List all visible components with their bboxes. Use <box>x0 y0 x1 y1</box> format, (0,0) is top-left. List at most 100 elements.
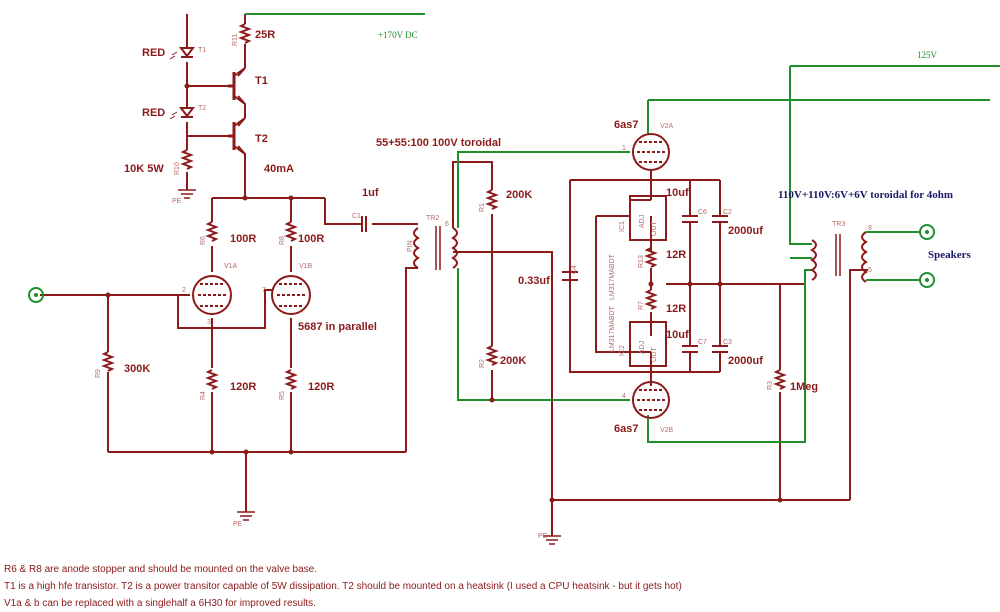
pe-label-1: PE <box>172 198 182 205</box>
pin-8: 8 <box>868 225 872 232</box>
v2a-ref: V2A <box>660 123 674 130</box>
lv-supply-label: 125V <box>917 50 938 60</box>
v2b-ref: V2B <box>660 427 674 434</box>
pin-3: 3 <box>207 319 211 326</box>
r2-ref: R2 <box>479 359 486 368</box>
c1-value: 1uf <box>362 187 379 199</box>
note-1: R6 & R8 are anode stopper and should be … <box>4 564 317 575</box>
r6-value: 100R <box>230 233 256 245</box>
r10-ref: R10 <box>174 162 181 175</box>
led1-id: T1 <box>198 47 206 54</box>
t1-ref: T1 <box>255 75 268 87</box>
c4-value: 0.33uf <box>518 275 550 287</box>
v1b-tube <box>271 275 311 315</box>
ic2-ref: IC2 <box>619 345 626 356</box>
tube-note: 5687 in parallel <box>298 321 377 333</box>
r1-resistor <box>485 189 499 210</box>
ic1-adj: ADJ <box>639 215 646 228</box>
r4-resistor <box>205 369 219 390</box>
r9-ref: R9 <box>95 369 102 378</box>
junctions <box>105 83 783 503</box>
r5-value: 120R <box>308 381 334 393</box>
led2-color: RED <box>142 107 165 119</box>
transformers <box>413 226 868 283</box>
r11-value: 25R <box>255 29 275 41</box>
labels: +170V DC 125V RED T1 RED T2 R1 1 25R T1 T… <box>95 29 972 540</box>
current-label: 40mA <box>264 163 294 175</box>
r7-resistor <box>644 289 658 310</box>
v2b-type: 6as7 <box>614 423 638 435</box>
r10-resistor <box>180 149 194 170</box>
c1-ref: C1 <box>352 213 361 220</box>
t1-transistor <box>228 67 246 105</box>
v2a-type: 6as7 <box>614 119 638 131</box>
r13-ref: R13 <box>638 255 645 268</box>
c7-ref: C7 <box>698 339 707 346</box>
r7-ref: R7 <box>638 301 645 310</box>
tr2-transformer <box>413 226 458 270</box>
r6-ref: R6 <box>200 236 207 245</box>
input-terminal <box>28 287 44 303</box>
pe-label-2: PE <box>233 521 243 528</box>
hv-supply-label: +170V DC <box>378 30 418 40</box>
pe-ground-3 <box>543 535 561 545</box>
pin-1: 1 <box>622 145 626 152</box>
r13-value: 12R <box>666 249 686 261</box>
tubes <box>192 133 670 419</box>
r8-ref: R8 <box>279 236 286 245</box>
c2-value: 2000uf <box>728 225 763 237</box>
ic1-body <box>629 195 667 241</box>
ic1-out: OUT <box>651 221 658 237</box>
c1-capacitor <box>361 216 367 232</box>
pin-6: 6 <box>445 221 449 228</box>
led2-id: T2 <box>198 105 206 112</box>
ic2-part: LM317MABDT <box>609 305 616 352</box>
transistors <box>228 67 246 155</box>
notes: R6 & R8 are anode stopper and should be … <box>4 564 682 609</box>
pe-label-3: PE <box>538 533 548 540</box>
speaker-terminal-2 <box>919 272 935 288</box>
pe-ground-2 <box>237 511 255 521</box>
v2a-tube <box>632 133 670 171</box>
r4-ref: R4 <box>200 391 207 400</box>
tr2-label: 55+55:100 100V toroidal <box>376 137 501 149</box>
tr3-label: 110V+110V:6V+6V toroidal for 4ohm <box>778 189 953 201</box>
r9-resistor <box>101 351 115 372</box>
grounds <box>178 189 561 545</box>
tr2-pin: PIN <box>407 240 414 252</box>
tr3-ref: TR3 <box>832 221 845 228</box>
c2-ref: C2 <box>723 209 732 216</box>
ic1-ref: IC1 <box>619 221 626 232</box>
c6-capacitor <box>682 215 698 223</box>
c6-value: 10uf <box>666 187 689 199</box>
r11-resistor <box>238 23 252 44</box>
v2b-tube <box>632 381 670 419</box>
r3-ref: R3 <box>767 381 774 390</box>
r1-value: 200K <box>506 189 532 201</box>
r6-resistor <box>205 221 219 242</box>
note-2: T1 is a high hfe transistor. T2 is a pow… <box>4 581 682 592</box>
r13-resistor <box>644 247 658 268</box>
capacitors <box>361 215 728 353</box>
pin-2: 2 <box>182 287 186 294</box>
r9-value: 300K <box>124 363 150 375</box>
r4-value: 120R <box>230 381 256 393</box>
c4-ref: C4 <box>571 265 578 274</box>
r3-value: 1Meg <box>790 381 818 393</box>
c3-value: 2000uf <box>728 355 763 367</box>
c6-ref: C6 <box>698 209 707 216</box>
led1-color: RED <box>142 47 165 59</box>
r1-ref: R1 <box>479 203 486 212</box>
t2-ref: T2 <box>255 133 268 145</box>
speaker-terminal-1 <box>919 224 935 240</box>
c4-capacitor <box>562 271 578 281</box>
ic1-part: LM317MABDT <box>609 253 616 300</box>
v1b-ref: V1B <box>299 263 313 270</box>
regulator-ics <box>629 195 667 367</box>
c3-capacitor <box>712 345 728 353</box>
pin-4: 4 <box>622 393 626 400</box>
c3-ref: C3 <box>723 339 732 346</box>
r3-resistor <box>773 369 787 390</box>
